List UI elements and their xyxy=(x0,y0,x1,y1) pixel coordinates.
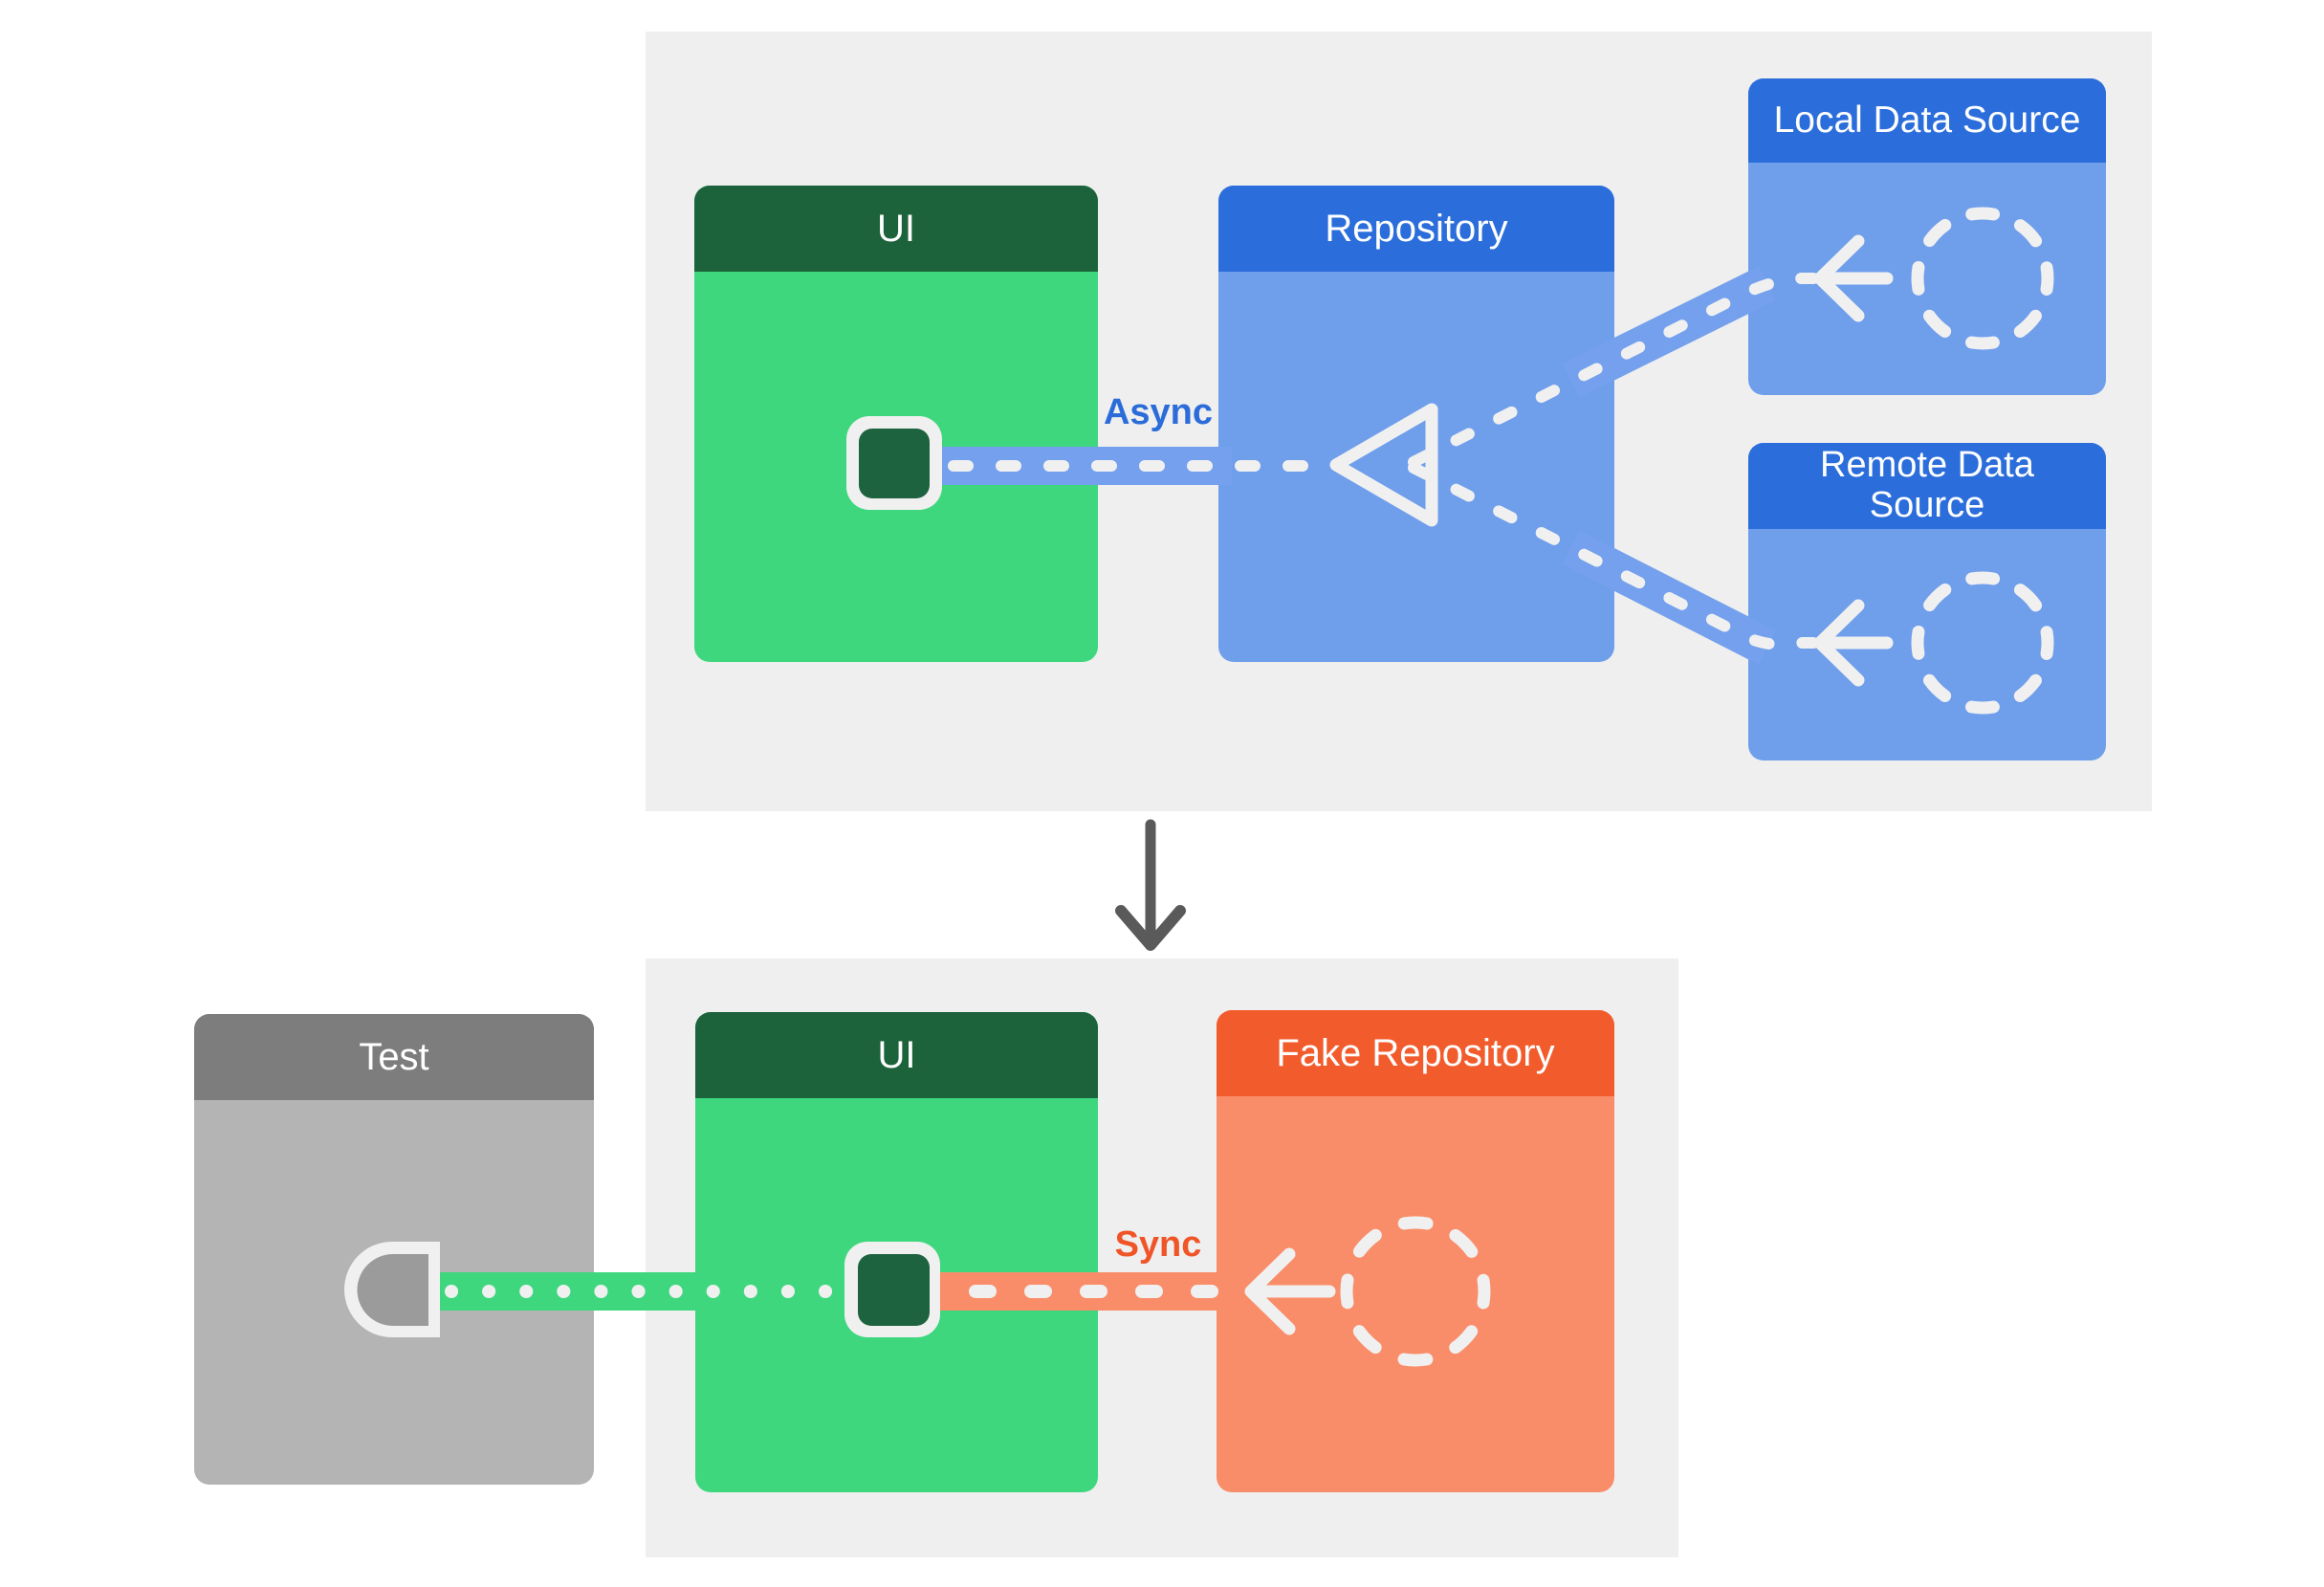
box-test-title: Test xyxy=(359,1036,429,1078)
box-repository-title: Repository xyxy=(1325,208,1508,250)
box-remote-data-source: Remote Data Source xyxy=(1748,443,2106,760)
box-test: Test xyxy=(194,1014,594,1485)
flow-down-arrow-icon xyxy=(1115,819,1186,951)
box-ui: UI xyxy=(694,186,1098,662)
box-fake-repository-title: Fake Repository xyxy=(1276,1032,1555,1074)
box-local-data-source-header: Local Data Source xyxy=(1748,78,2106,163)
box-ui-under-test: UI xyxy=(695,1012,1098,1492)
box-ui-under-test-title: UI xyxy=(877,1034,916,1076)
async-connector-label: Async xyxy=(1103,392,1214,432)
box-fake-repository: Fake Repository xyxy=(1217,1010,1614,1492)
box-ui-header: UI xyxy=(694,186,1098,272)
box-remote-data-source-header: Remote Data Source xyxy=(1748,443,2106,529)
box-local-data-source-title: Local Data Source xyxy=(1773,99,2081,141)
sync-connector-label: Sync xyxy=(1114,1224,1202,1265)
box-local-data-source: Local Data Source xyxy=(1748,78,2106,395)
box-ui-title: UI xyxy=(877,208,915,250)
box-test-header: Test xyxy=(194,1014,594,1100)
box-ui-under-test-header: UI xyxy=(695,1012,1098,1098)
box-repository-header: Repository xyxy=(1218,186,1614,272)
box-fake-repository-header: Fake Repository xyxy=(1217,1010,1614,1096)
box-remote-data-source-title: Remote Data Source xyxy=(1820,445,2034,525)
box-repository: Repository xyxy=(1218,186,1614,662)
